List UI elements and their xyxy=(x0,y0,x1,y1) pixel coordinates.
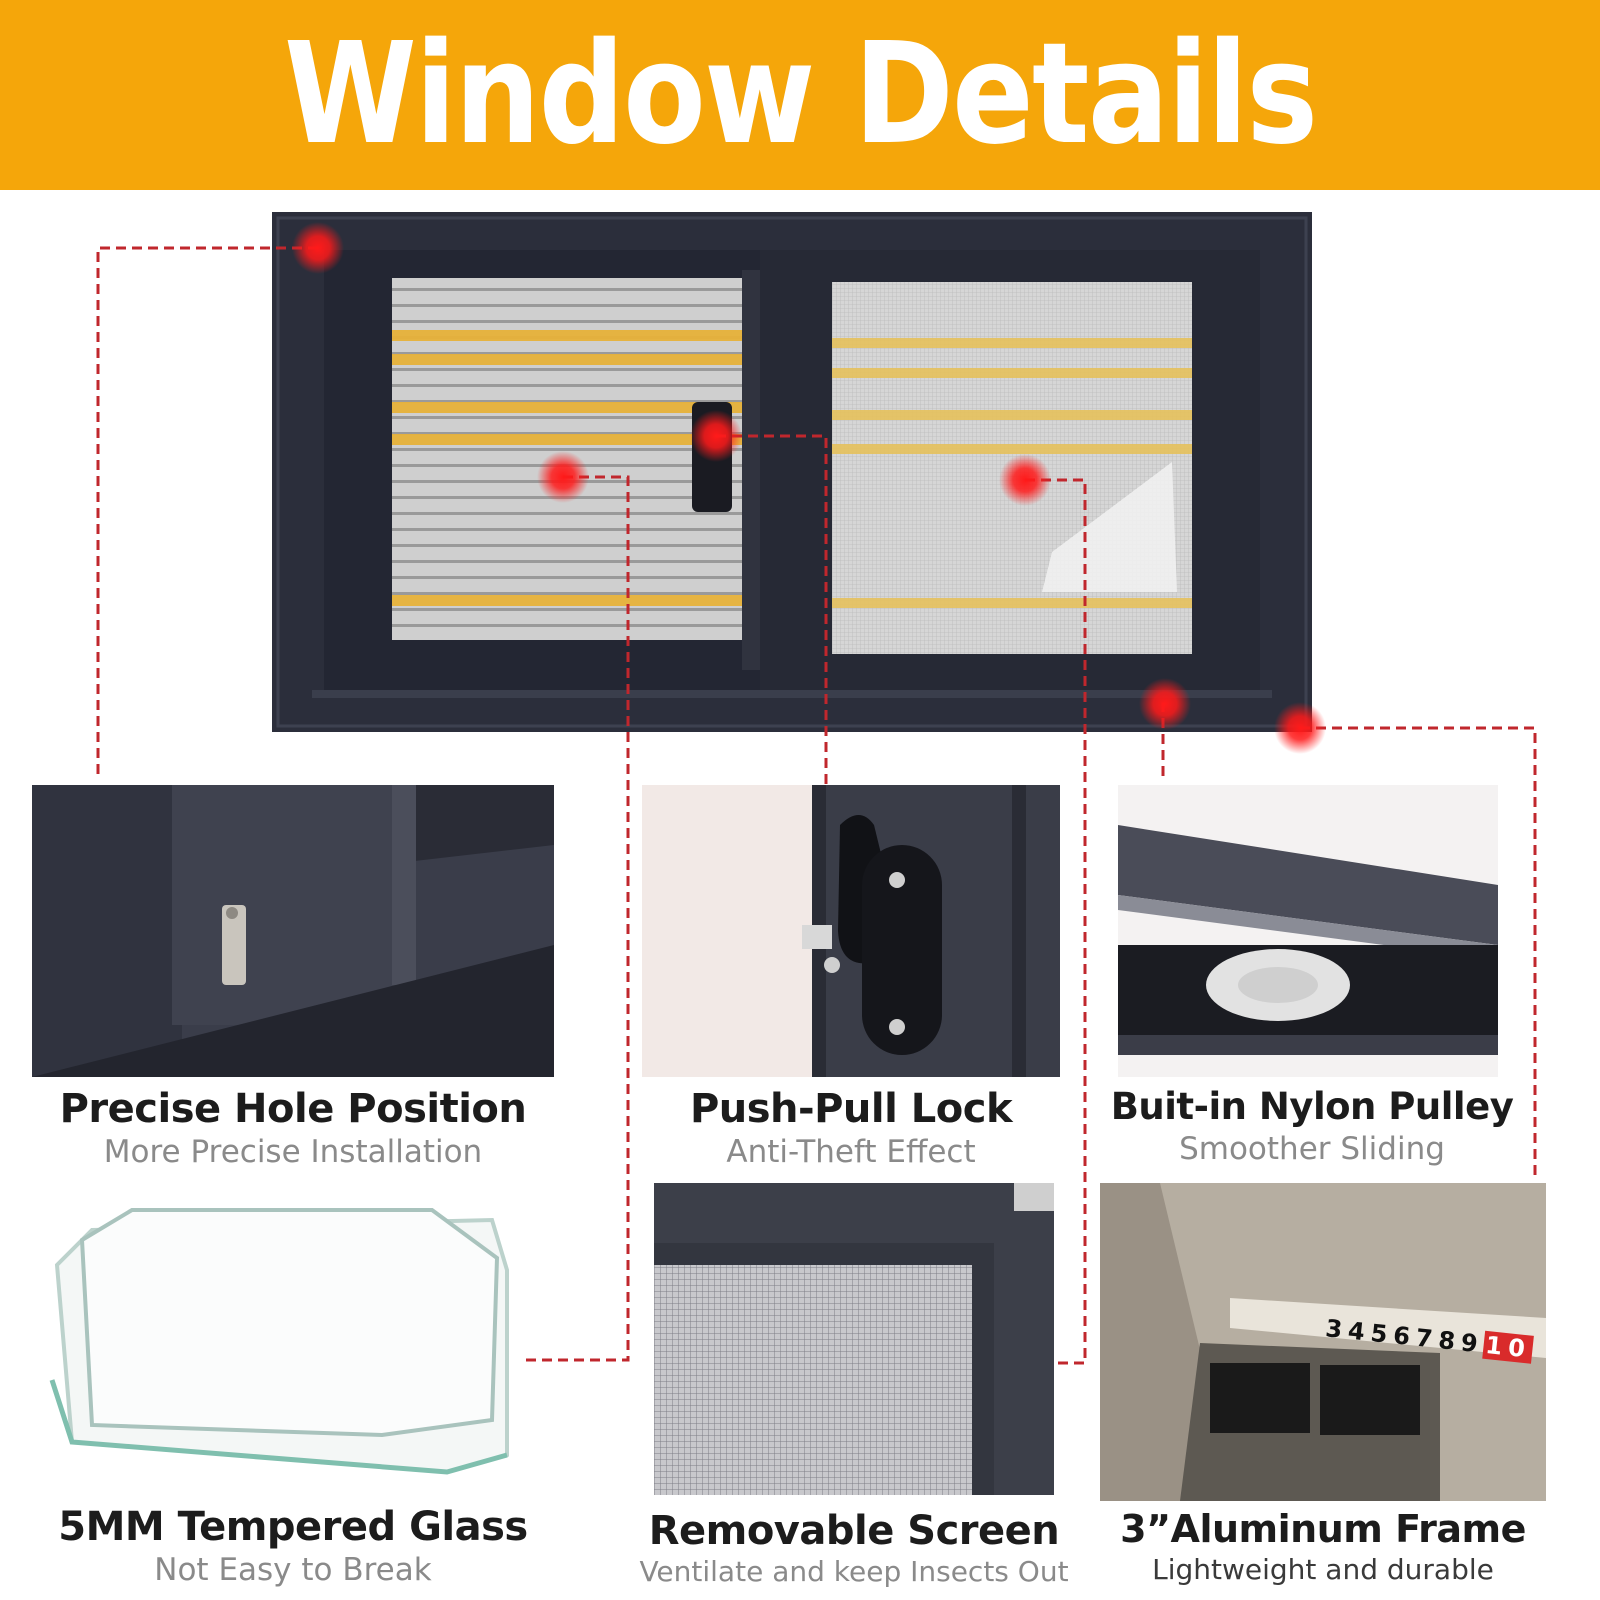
feature-title: Push-Pull Lock xyxy=(689,1086,1013,1132)
feature-subtitle: Smoother Sliding xyxy=(1179,1130,1445,1167)
marker-dot xyxy=(999,454,1051,506)
feature-subtitle: Anti-Theft Effect xyxy=(726,1134,976,1170)
leader-line-lock xyxy=(716,434,828,785)
feature-caption-hole-position: Precise Hole Position More Precise Insta… xyxy=(32,1088,554,1172)
leader-line-glass xyxy=(520,475,630,1362)
feature-subtitle: Not Easy to Break xyxy=(154,1552,432,1588)
aluminum-profile-icon xyxy=(1100,1183,1546,1501)
feature-caption-frame: 3”Aluminum Frame Lightweight and durable xyxy=(1100,1507,1546,1588)
feature-title: Removable Screen xyxy=(648,1508,1060,1554)
window-illustration xyxy=(272,212,1312,732)
marker-dot xyxy=(292,222,344,274)
tape-end-number: 10 xyxy=(1482,1330,1535,1364)
feature-caption-pulley: Buit-in Nylon Pulley Smoother Sliding xyxy=(1098,1085,1526,1169)
insect-screen-icon xyxy=(654,1183,1054,1495)
marker-dot xyxy=(690,410,742,462)
leader-line-frame xyxy=(1300,726,1537,1180)
leader-line-screen xyxy=(1025,478,1087,1365)
marker-dot xyxy=(1139,678,1191,730)
feature-title: 3”Aluminum Frame xyxy=(1120,1507,1526,1551)
feature-caption-screen: Removable Screen Ventilate and keep Inse… xyxy=(604,1510,1104,1590)
feature-title: Buit-in Nylon Pulley xyxy=(1110,1085,1514,1128)
feature-title: 5MM Tempered Glass xyxy=(58,1504,528,1550)
sash-lock-icon xyxy=(642,785,1060,1077)
marker-dot xyxy=(1274,702,1326,754)
title-banner: Window Details xyxy=(0,0,1600,190)
marker-dot xyxy=(537,451,589,503)
feature-title: Precise Hole Position xyxy=(59,1086,527,1132)
leader-line-hole-position xyxy=(96,246,318,780)
window-hinge-corner-icon xyxy=(32,785,554,1077)
feature-caption-glass: 5MM Tempered Glass Not Easy to Break xyxy=(32,1506,554,1590)
nylon-pulley-icon xyxy=(1118,785,1498,1077)
feature-subtitle: Lightweight and durable xyxy=(1152,1552,1494,1586)
glass-panes-icon xyxy=(49,1208,509,1475)
feature-caption-lock: Push-Pull Lock Anti-Theft Effect xyxy=(642,1088,1060,1172)
feature-subtitle: Ventilate and keep Insects Out xyxy=(639,1555,1069,1588)
page-title: Window Details xyxy=(283,13,1318,176)
feature-subtitle: More Precise Installation xyxy=(103,1134,483,1170)
